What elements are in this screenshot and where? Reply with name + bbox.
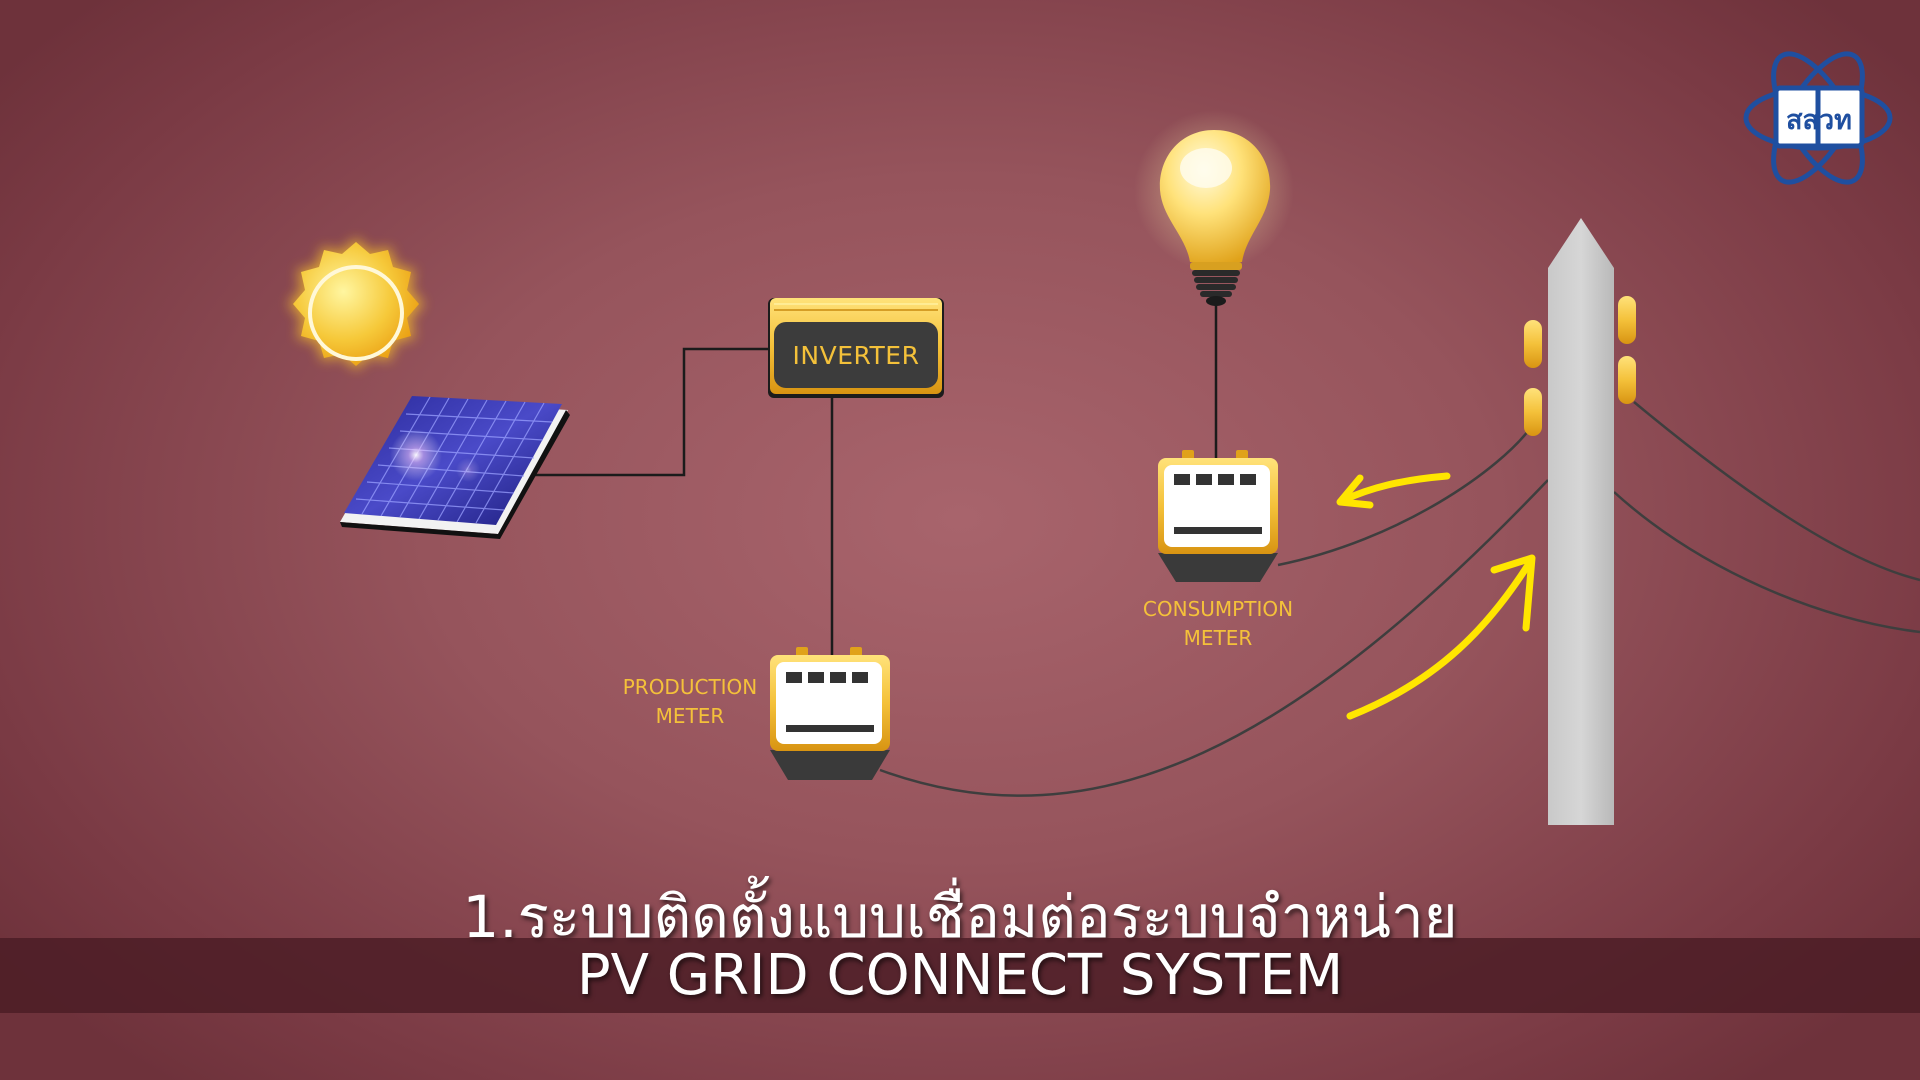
consumption-meter-label: CONSUMPTION METER — [1118, 595, 1318, 653]
consumption-meter-label-line2: METER — [1183, 626, 1253, 650]
consumption-meter-power-line — [1277, 425, 1534, 567]
arrow-icon-grid-to-consumption — [1336, 472, 1451, 509]
pole-power-line-upper — [1633, 401, 1920, 582]
production-meter-power-line — [879, 479, 1549, 797]
production-meter-icon — [770, 647, 890, 780]
light-bulb-icon — [1134, 110, 1294, 306]
pole-power-line-lower — [1613, 491, 1920, 634]
consumption-meter-label-line1: CONSUMPTION — [1142, 597, 1294, 621]
panel-to-inverter-wire — [532, 347, 772, 477]
production-meter-label: PRODUCTION METER — [590, 673, 790, 731]
solar-panel-icon — [340, 396, 570, 539]
arrow-icon-production-to-grid — [1346, 554, 1536, 720]
production-meter-label-line2: METER — [655, 704, 725, 728]
caption-band — [0, 938, 1920, 1013]
logo-text: สสวท — [1786, 105, 1852, 136]
sun-icon — [288, 238, 424, 370]
utility-pole-icon — [1524, 218, 1636, 825]
wires — [532, 305, 1218, 660]
production-meter-label-line1: PRODUCTION — [622, 675, 758, 699]
arrows — [1336, 472, 1536, 720]
caption-english: PV GRID CONNECT SYSTEM — [576, 943, 1344, 1008]
inverter-label: INVERTER — [792, 340, 920, 370]
logo-icon — [1743, 51, 1893, 185]
power-lines — [879, 401, 1920, 797]
inverter-icon — [768, 298, 944, 398]
consumption-meter-icon — [1158, 450, 1278, 582]
